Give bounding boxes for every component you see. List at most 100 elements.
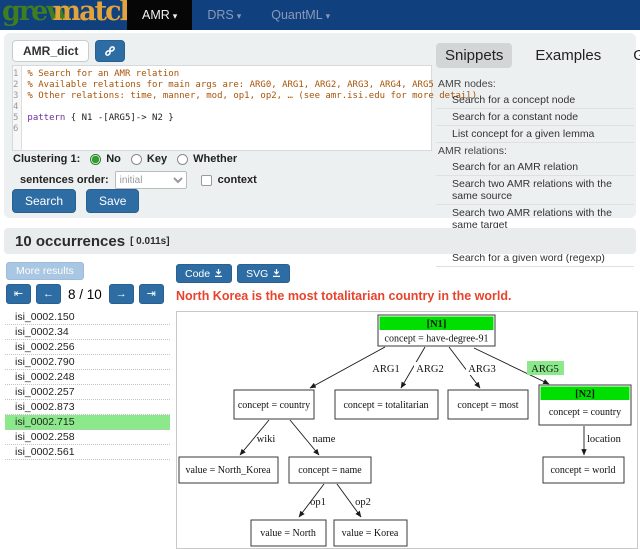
svg-text:concept = country: concept = country [238,400,310,411]
graph-node-n1[interactable]: [N1] concept = have-degree-91 [377,314,496,347]
graph-node-north-korea[interactable]: value = North_Korea [178,456,279,484]
viewer-buttons: Code SVG [176,264,291,283]
snippet-item[interactable]: List concept for a given lemma [436,126,634,143]
edge-label-wiki: wiki [257,434,276,445]
edge-label-location: location [587,434,622,445]
result-item[interactable]: isi_0002.34 [5,325,170,340]
code-comment-line: % Search for an AMR relation [27,69,180,79]
first-page-button[interactable]: ⇤ [6,284,31,304]
prev-page-button[interactable]: ← [36,284,61,304]
graph-node-totalitarian[interactable]: concept = totalitarian [334,389,439,420]
edge-label-highlight-bg [527,361,564,375]
clustering-label: Clustering 1: [13,153,81,165]
snippets-list: AMR nodes: Search for a concept node Sea… [436,76,634,267]
amr-graph: ARG1 ARG2 ARG3 ARG5 wiki name location o… [178,314,632,547]
result-item[interactable]: isi_0002.873 [5,400,170,415]
caret-down-icon: ▾ [236,11,242,21]
last-page-button[interactable]: ⇥ [138,284,164,304]
occurrences-bar: 10 occurrences [ 0.011s] [4,228,636,254]
edge-wiki[interactable] [239,419,270,456]
clustering-row: Clustering 1: No Key Whether [13,153,237,165]
edge-label-arg1: ARG1 [372,364,399,375]
svg-text:concept = totalitarian: concept = totalitarian [343,400,428,411]
snippet-category: AMR relations: [438,145,507,157]
clustering-option-label: Whether [193,153,238,165]
result-item-selected[interactable]: isi_0002.715 [5,415,170,430]
graph-node-korea[interactable]: value = Korea [333,519,408,547]
context-label: context [217,174,257,186]
graph-node-name[interactable]: concept = name [288,456,372,484]
snippet-item[interactable]: Search for an AMR relation [436,159,634,176]
node-n1-value: concept = have-degree-91 [385,334,489,345]
snippet-item[interactable]: Search two AMR relations with the same s… [436,176,634,205]
pattern-code-editor[interactable]: 1 2 3 4 5 6 % Search for an AMR relation… [12,65,477,151]
edge-arg3[interactable] [448,346,481,389]
context-checkbox[interactable] [200,174,212,186]
clustering-radio-key[interactable] [130,153,142,165]
result-item[interactable]: isi_0002.257 [5,385,170,400]
first-page-icon: ⇤ [13,288,24,300]
edge-label-arg5: ARG5 [531,364,558,375]
nav-menu: AMR▾ DRS▾ QuantML▾ [127,0,345,30]
next-page-button[interactable]: → [108,284,134,304]
edge-label-bg [370,362,403,375]
result-item[interactable]: isi_0002.150 [5,310,170,325]
snippet-item[interactable]: Search for a concept node [436,92,634,109]
graph-node-country1[interactable]: concept = country [233,389,315,420]
result-item[interactable]: isi_0002.790 [5,355,170,370]
edge-op1[interactable] [298,483,325,518]
code-comment-line: % Available relations for main args are:… [27,80,434,90]
edge-label-arg3: ARG3 [468,364,495,375]
caret-down-icon: ▾ [172,11,178,21]
occurrences-count: 10 occurrences [15,232,126,250]
edge-arg1[interactable] [309,346,386,389]
editor-line-numbers: 1 2 3 4 5 6 [13,66,23,150]
result-item[interactable]: isi_0002.248 [5,370,170,385]
graph-node-n2[interactable]: [N2] concept = country [538,384,632,426]
clustering-radio-no[interactable] [90,153,102,165]
edge-label-bg [414,362,447,375]
snippet-item[interactable]: Search for a given word (regexp) [436,250,634,267]
result-item[interactable]: isi_0002.561 [5,445,170,460]
search-button[interactable]: Search [12,189,77,213]
tab-snippets[interactable]: Snippets [436,43,513,68]
result-item[interactable]: isi_0002.258 [5,430,170,445]
code-pattern-line: pattern { N1 -[ARG5]-> N2 } [27,113,174,123]
graph-node-world[interactable]: concept = world [542,456,625,484]
sentences-order-label: sentences order: [20,174,109,186]
edge-label-name: name [313,434,336,445]
clustering-radio-whether[interactable] [177,153,189,165]
result-item[interactable]: isi_0002.256 [5,340,170,355]
share-link-button[interactable] [95,40,126,62]
svg-download-button[interactable]: SVG [237,264,291,283]
tab-examples[interactable]: Examples [535,47,602,64]
last-page-icon: ⇥ [146,288,156,300]
snippet-category: AMR nodes: [438,78,496,90]
edge-op2[interactable] [336,483,362,518]
tab-global[interactable]: Global [633,47,640,64]
graph-node-north[interactable]: value = North [250,519,327,547]
sentences-order-select[interactable]: initial [114,171,187,189]
edge-arg5[interactable] [473,347,550,385]
snippet-item[interactable]: Search for a constant node [436,109,634,126]
save-button[interactable]: Save [86,189,140,213]
edge-arg2[interactable] [400,346,426,389]
edge-label-op2: op2 [355,497,371,508]
sentences-order-row: sentences order: initial context [20,171,257,189]
node-highlight-header [379,316,494,330]
nav-item-drs[interactable]: DRS▾ [207,8,242,22]
code-download-button[interactable]: Code [176,264,233,283]
svg-text:concept = world: concept = world [550,465,615,476]
clustering-option-label: No [106,153,121,165]
logo-grew: grew [2,0,70,27]
edge-label-bg [466,362,499,375]
graph-node-most[interactable]: concept = most [447,389,529,420]
logo-match: match [52,0,140,27]
grewmatch-logo[interactable]: grewmatch [2,0,140,27]
action-row: Search Save [12,189,140,213]
edge-name[interactable] [289,419,320,456]
corpus-button[interactable]: AMR_dict [12,40,90,62]
nav-item-amr[interactable]: AMR▾ [127,0,193,30]
more-results-button[interactable]: More results [6,262,84,280]
nav-item-quantml[interactable]: QuantML▾ [271,8,331,22]
